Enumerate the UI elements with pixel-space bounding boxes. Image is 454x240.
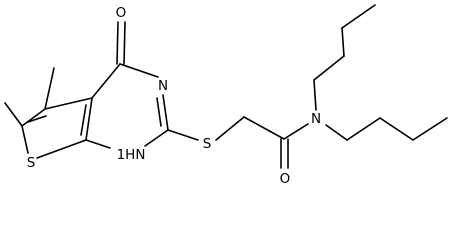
bond-butyl2-c3-c4	[412, 117, 448, 141]
bond-ch2-camide	[243, 116, 285, 140]
bond-camide-n	[283, 123, 309, 140]
bond-s-c6	[21, 125, 29, 154]
bond-c5-c4a	[44, 97, 93, 110]
bond-n3-c2-inner	[156, 97, 162, 127]
bond-c4-o-second	[123, 21, 126, 65]
bond-c2-s	[167, 129, 199, 141]
atom-n3: N	[158, 78, 168, 94]
bond-n1-c7a	[85, 139, 111, 149]
atom-s-link: S	[203, 136, 212, 152]
bond-n-butyl1-c1	[313, 79, 317, 111]
bond-s-ch2	[215, 116, 245, 141]
structure-canvas: O N S 1HN S N O	[4, 4, 448, 187]
bond-c6-c5-inner	[27, 115, 47, 123]
bonds	[4, 4, 448, 169]
bond-c4a-c7a	[85, 97, 93, 141]
atom-o-amide: O	[280, 171, 291, 187]
bond-butyl1-c1-c2	[313, 55, 345, 81]
atom-labels: O N S 1HN S N O	[27, 5, 321, 187]
atom-n-amide: N	[311, 111, 321, 127]
atom-nh-symbol: N	[135, 147, 145, 163]
bond-c4-o	[116, 21, 119, 65]
bond-c6-methyl	[4, 102, 23, 127]
bond-c7a-s	[36, 139, 87, 159]
bond-c4-n3	[119, 63, 159, 78]
bond-butyl2-c1-c2	[346, 117, 381, 141]
bond-c2-n1	[144, 129, 169, 147]
atom-o-keto: O	[116, 5, 127, 21]
bond-butyl1-c2-c3	[341, 27, 345, 57]
bond-c6-c5	[21, 108, 46, 127]
bond-n3-c2	[162, 94, 169, 131]
atom-nh: 1HN	[117, 147, 146, 163]
bond-c4a-c7a-inner	[80, 104, 87, 136]
atom-s-ring: S	[27, 155, 36, 171]
molecule-diagram: O N S 1HN S N O	[4, 4, 448, 187]
bond-c5-methyl	[44, 67, 55, 110]
bond-n-butyl2-c1	[325, 124, 348, 141]
bond-butyl1-c3-c4	[341, 4, 376, 29]
bond-c4a-c4	[91, 63, 121, 99]
atom-nh-prefix: 1H	[117, 147, 136, 163]
bond-butyl2-c2-c3	[379, 117, 414, 141]
